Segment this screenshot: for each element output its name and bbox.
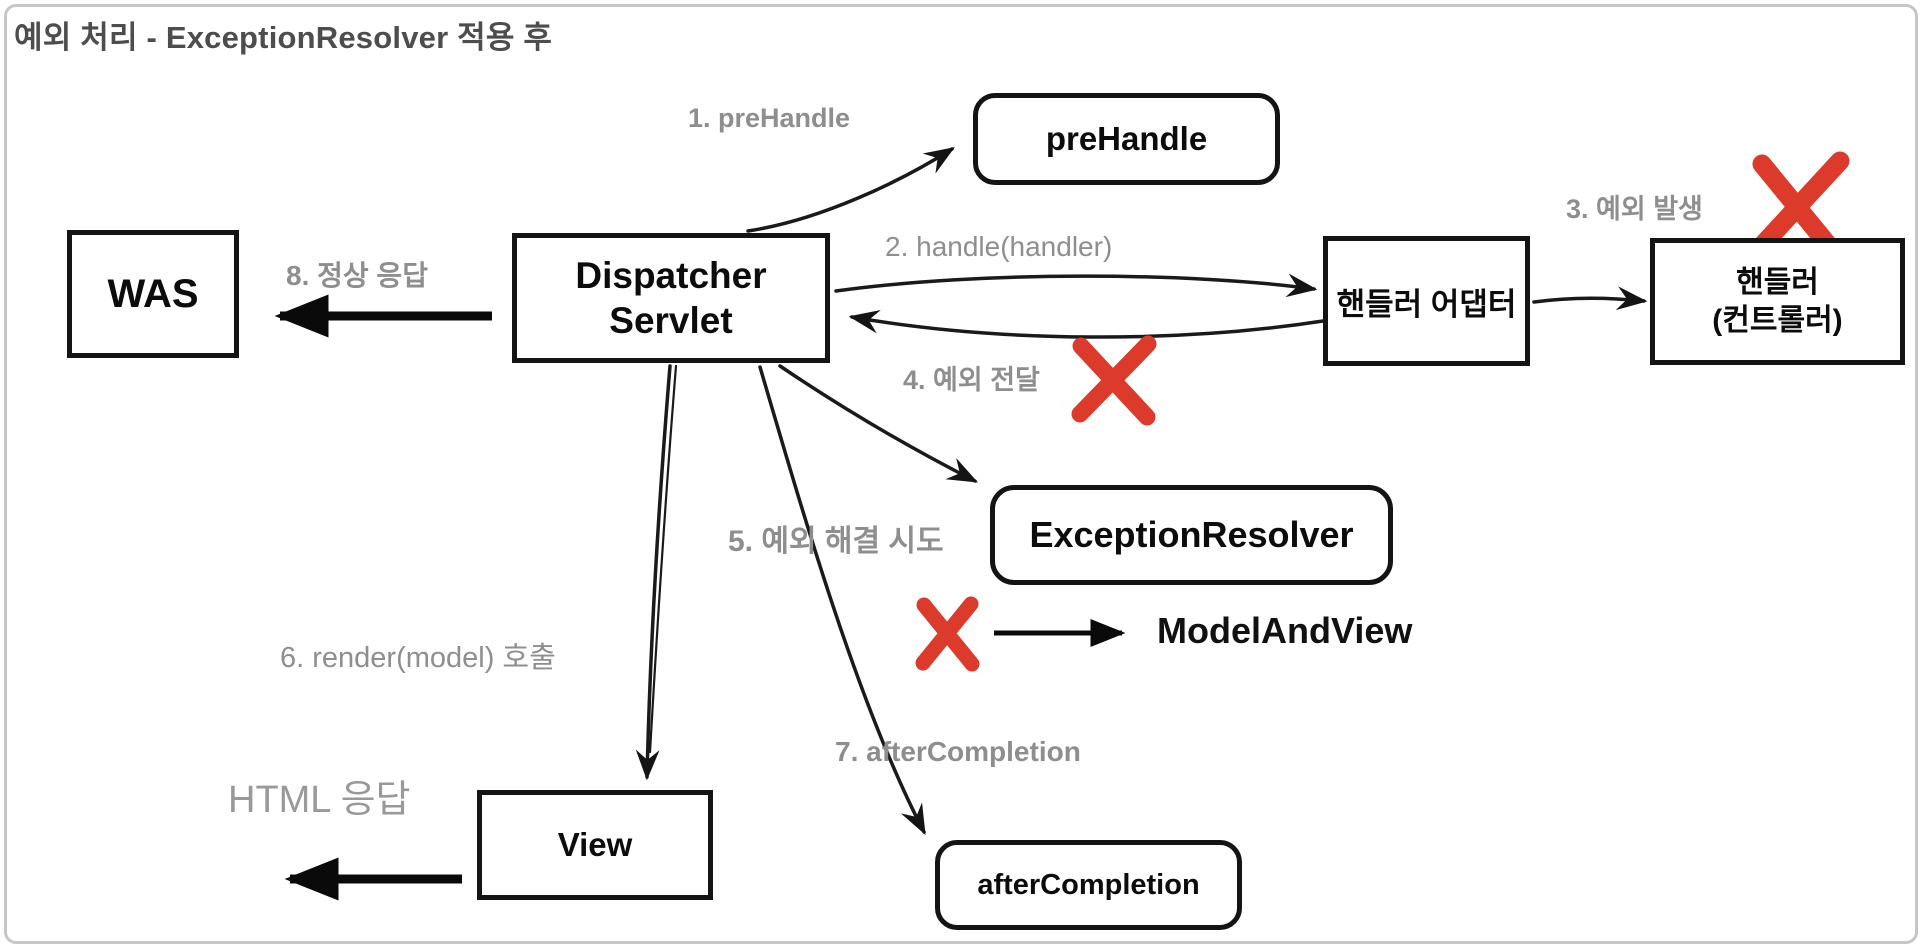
edge-label-html-response: HTML 응답 (228, 779, 411, 821)
page-title: 예외 처리 - ExceptionResolver 적용 후 (14, 20, 553, 55)
edge-label-step7: 7. afterCompletion (835, 736, 1081, 767)
aftercompletion-label: afterCompletion (977, 868, 1200, 901)
dispatcher-label-line1: Dispatcher (575, 254, 767, 296)
handler-label-line2: (컨트롤러) (1712, 303, 1843, 337)
view-label: View (557, 826, 633, 863)
handler-label-line1: 핸들러 (1736, 266, 1819, 299)
handler-adapter-box: 핸들러 어댑터 (1323, 236, 1530, 366)
was-label: WAS (107, 271, 199, 316)
edge-label-step1: 1. preHandle (688, 103, 851, 133)
was-box: WAS (67, 230, 239, 358)
prehandle-label: preHandle (1045, 120, 1208, 157)
modelandview-label: ModelAndView (1157, 610, 1413, 651)
handler-adapter-label: 핸들러 어댑터 (1336, 286, 1517, 322)
red-x-icon-exception-pass (1071, 335, 1157, 426)
arrow-step2-handle (834, 273, 1318, 298)
aftercompletion-box: afterCompletion (935, 840, 1242, 930)
dispatcher-servlet-box: Dispatcher Servlet (512, 233, 830, 363)
prehandle-box: preHandle (973, 93, 1280, 185)
edge-label-step5: 5. 예외 해결 시도 (728, 525, 944, 558)
edge-label-step6: 6. render(model) 호출 (280, 642, 556, 674)
arrow-step1-prehandle (746, 147, 955, 233)
red-x-icon-modelandview (915, 596, 980, 672)
dispatcher-label-line2: Servlet (609, 300, 733, 341)
exception-resolver-label: ExceptionResolver (1029, 514, 1354, 555)
handler-controller-box: 핸들러 (컨트롤러) (1650, 238, 1905, 365)
arrow-adapter-to-handler (1532, 286, 1648, 311)
edge-label-step4: 4. 예외 전달 (903, 365, 1040, 395)
edge-label-step2: 2. handle(handler) (885, 231, 1113, 262)
view-box: View (477, 790, 713, 900)
exception-resolver-box: ExceptionResolver (990, 485, 1393, 585)
edge-label-step8: 8. 정상 응답 (286, 260, 428, 291)
edge-label-step3: 3. 예외 발생 (1566, 194, 1703, 224)
arrow-step6-render-view (635, 364, 678, 781)
arrow-step4-exception-back (848, 309, 1325, 339)
